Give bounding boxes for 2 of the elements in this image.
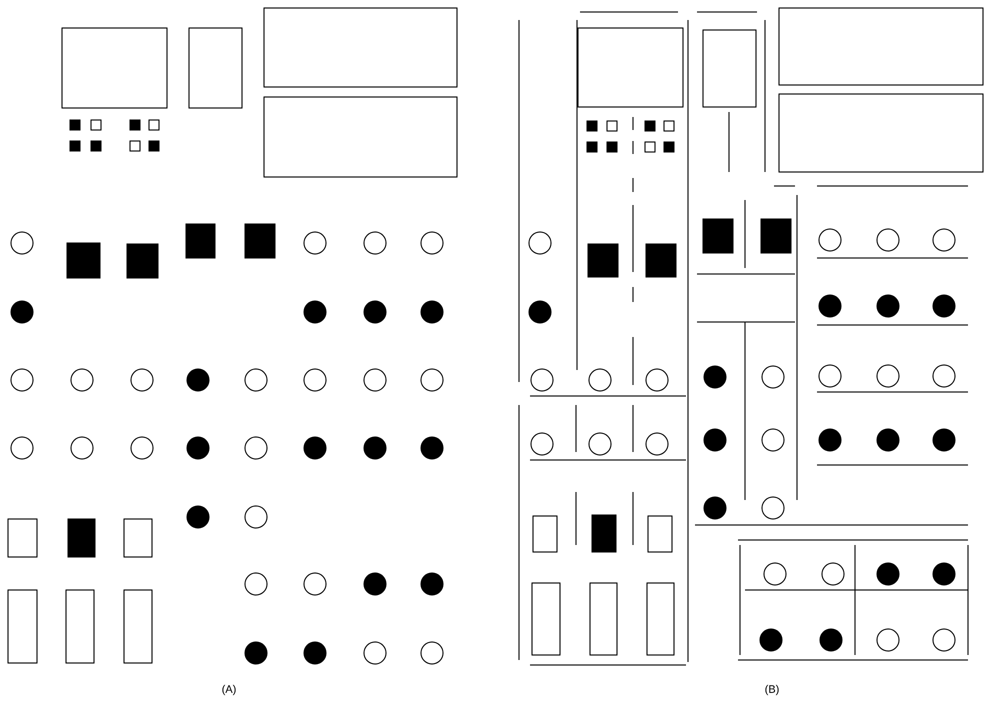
panel-label: (A) — [222, 684, 236, 696]
panel-label: (B) — [765, 684, 779, 696]
